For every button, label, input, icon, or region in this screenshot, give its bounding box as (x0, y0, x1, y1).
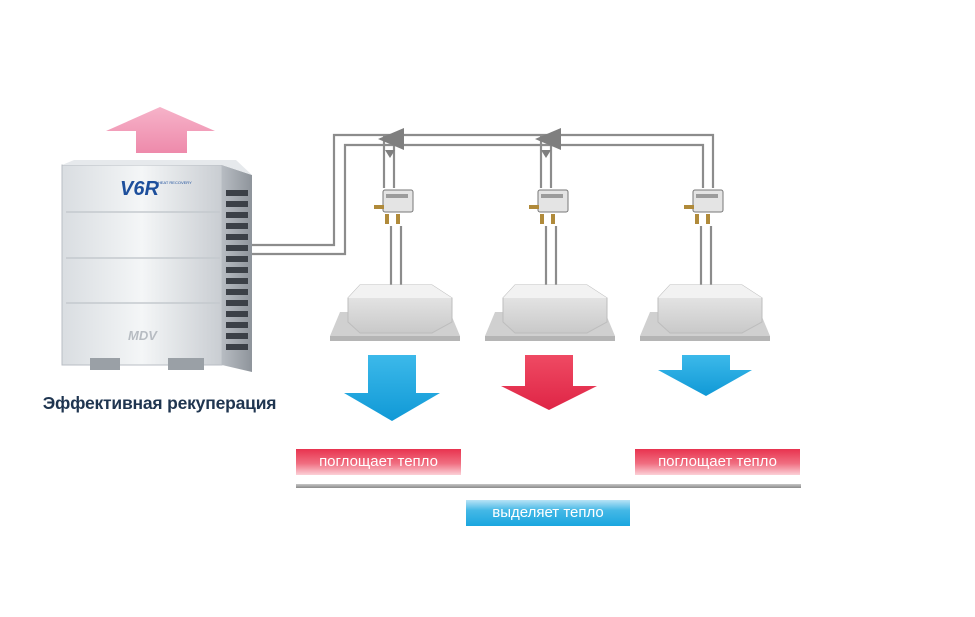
diagram-caption: Эффективная рекуперация (42, 393, 277, 413)
v6r-logo: V6R (120, 178, 159, 200)
airflow-arrow-icon (658, 355, 752, 396)
cassette-indoor-unit-icon (330, 284, 460, 341)
outdoor-unit-icon: V6R HEAT RECOVERY MDV (61, 160, 252, 372)
absorbs-heat-label-right: поглощает тепло (635, 449, 800, 475)
mode-switch-box-icon (374, 189, 414, 224)
flow-direction-icon (378, 128, 561, 150)
flow-direction-icon (385, 150, 551, 158)
airflow-arrow-icon (344, 355, 440, 421)
emits-heat-label: выделяет тепло (466, 500, 630, 526)
mdv-logo: MDV (128, 328, 158, 343)
cassette-indoor-unit-icon (640, 284, 770, 341)
refrigerant-piping (252, 133, 715, 285)
mode-switch-box-icon (684, 189, 724, 224)
divider-line (296, 484, 801, 488)
exhaust-arrow-icon (106, 107, 215, 153)
mode-switch-box-icon (529, 189, 569, 224)
cassette-indoor-unit-icon (485, 284, 615, 341)
v6r-logo-subtitle: HEAT RECOVERY (158, 180, 192, 185)
absorbs-heat-label-left: поглощает тепло (296, 449, 461, 475)
airflow-arrow-icon (501, 355, 597, 410)
